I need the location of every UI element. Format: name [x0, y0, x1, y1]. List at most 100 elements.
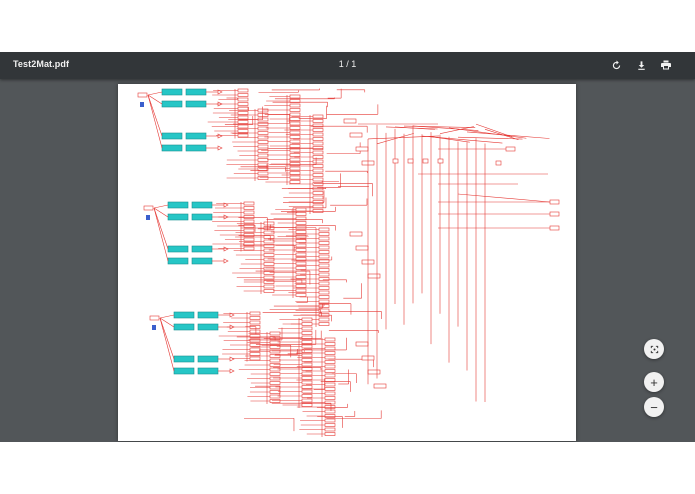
block — [324, 373, 336, 378]
block — [324, 382, 336, 387]
block — [295, 266, 307, 270]
wire — [430, 136, 470, 143]
block — [249, 352, 261, 356]
block — [197, 355, 219, 363]
block — [289, 171, 301, 175]
block — [263, 271, 275, 275]
block — [312, 119, 324, 123]
block — [289, 94, 301, 99]
block — [257, 176, 269, 180]
download-button[interactable] — [634, 58, 648, 72]
block — [318, 290, 330, 295]
block — [263, 266, 275, 271]
block — [249, 316, 261, 320]
block — [249, 329, 261, 334]
block — [257, 144, 269, 149]
block — [549, 211, 560, 217]
block — [289, 135, 301, 139]
block — [295, 239, 307, 243]
block — [295, 207, 307, 212]
block — [318, 295, 330, 299]
block — [407, 158, 414, 164]
subsystem-icon — [152, 325, 156, 330]
block — [318, 317, 330, 322]
block — [161, 88, 183, 96]
block — [269, 381, 281, 385]
block — [263, 253, 275, 257]
block — [349, 231, 363, 237]
wire — [159, 314, 175, 319]
block — [289, 108, 301, 112]
block — [301, 322, 313, 326]
block — [295, 284, 307, 288]
block — [149, 315, 160, 321]
print-button[interactable] — [659, 58, 673, 72]
block — [312, 164, 324, 168]
block — [237, 88, 249, 93]
block — [324, 378, 336, 382]
pdf-page[interactable] — [118, 84, 576, 441]
block — [295, 293, 307, 297]
block — [243, 237, 255, 242]
zoom-out-button[interactable]: − — [644, 397, 664, 417]
block — [257, 113, 269, 117]
block — [324, 342, 336, 346]
block — [263, 235, 275, 239]
block — [301, 353, 313, 358]
block — [269, 367, 281, 372]
block — [257, 149, 269, 153]
block — [269, 349, 281, 354]
block — [343, 118, 357, 124]
block — [249, 338, 261, 343]
wire — [475, 123, 512, 138]
block — [161, 100, 183, 108]
block — [324, 337, 336, 342]
block — [312, 173, 324, 177]
block — [301, 331, 313, 335]
block — [289, 153, 301, 157]
block — [318, 236, 330, 241]
block — [249, 320, 261, 325]
block — [324, 396, 336, 400]
block — [257, 131, 269, 135]
print-icon — [661, 60, 671, 70]
block — [263, 262, 275, 266]
block — [167, 201, 189, 209]
block — [324, 423, 336, 427]
block — [237, 102, 249, 106]
block — [289, 139, 301, 144]
wire — [412, 125, 479, 131]
block — [318, 232, 330, 236]
block — [185, 88, 207, 96]
block — [237, 133, 249, 138]
rotate-button[interactable] — [609, 58, 623, 72]
wire — [439, 126, 475, 134]
block — [301, 358, 313, 362]
block — [295, 270, 307, 275]
block — [289, 112, 301, 117]
gain-block — [229, 312, 235, 318]
block — [367, 369, 381, 375]
block — [243, 228, 255, 233]
block — [324, 418, 336, 423]
block — [318, 272, 330, 277]
block — [312, 128, 324, 132]
block — [301, 398, 313, 403]
block — [167, 245, 189, 253]
block — [301, 380, 313, 385]
fit-to-page-button[interactable] — [644, 339, 664, 359]
block — [289, 121, 301, 126]
block — [318, 241, 330, 245]
block — [318, 227, 330, 232]
block — [549, 199, 560, 205]
block — [295, 279, 307, 284]
zoom-in-button[interactable]: + — [644, 372, 664, 392]
block — [243, 219, 255, 224]
gain-block — [217, 145, 223, 151]
block — [312, 168, 324, 173]
block — [289, 126, 301, 130]
block — [269, 394, 281, 399]
block — [263, 230, 275, 235]
block — [263, 289, 275, 293]
block — [295, 212, 307, 216]
